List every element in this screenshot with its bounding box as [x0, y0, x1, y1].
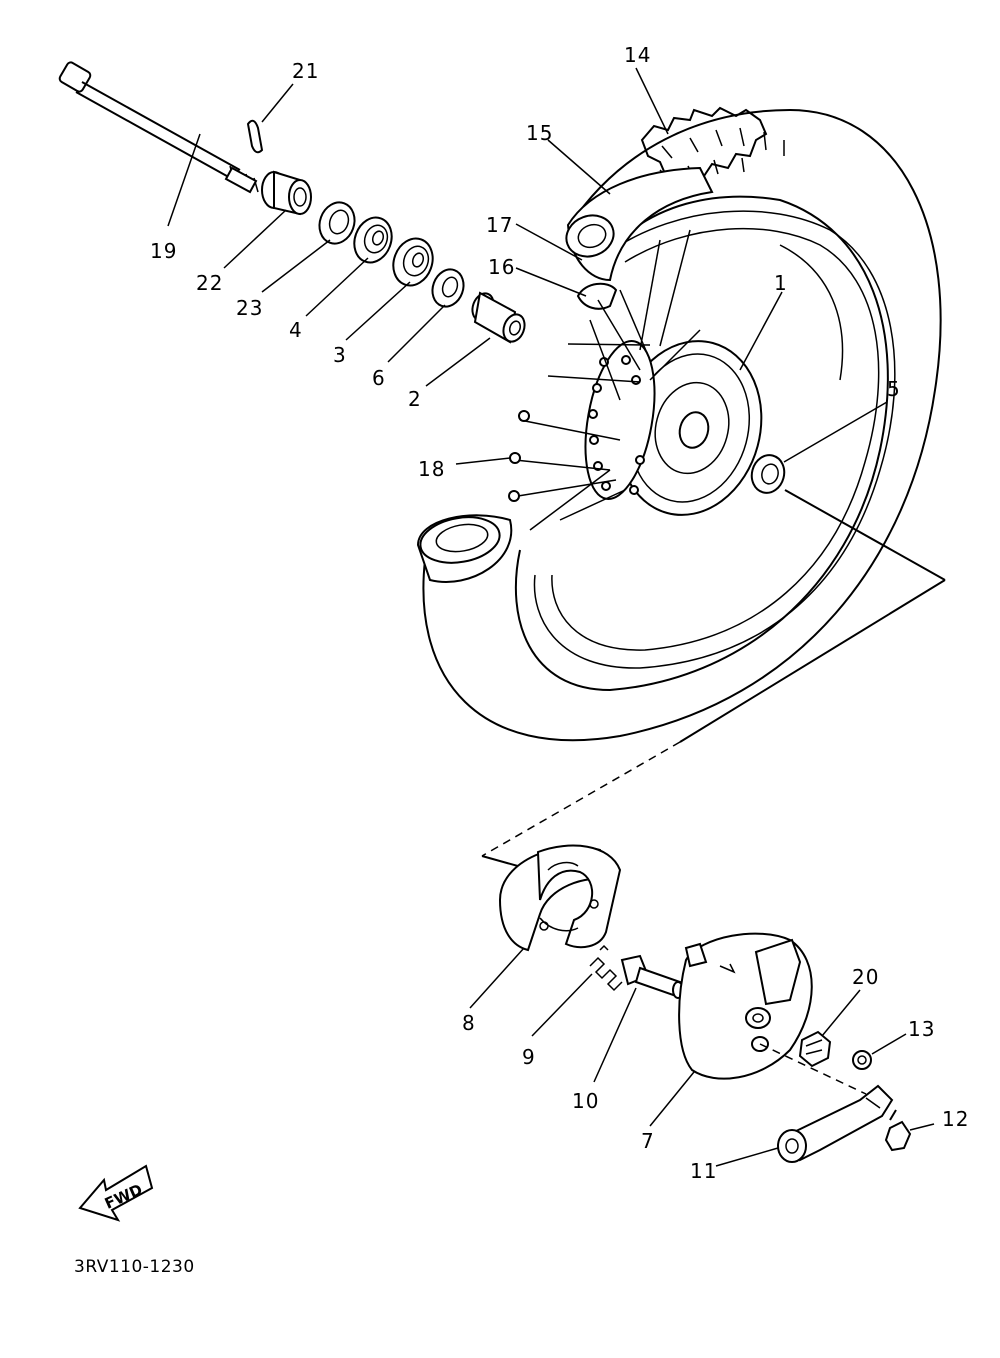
- callout-4: 4: [289, 318, 303, 342]
- callout-23: 23: [236, 296, 263, 320]
- brake-camshaft-part: [620, 954, 684, 999]
- callout-18: 18: [418, 457, 445, 481]
- oil-seal-6-part: [431, 268, 465, 308]
- callout-3: 3: [333, 343, 347, 367]
- callout-numbers: 1 2 3 4 5 6 7 8 9 10 11 12 13 14 15 16 1…: [150, 43, 969, 1183]
- nut-20-part: [798, 1030, 832, 1068]
- diagram-code: 3RV110-1230: [74, 1257, 195, 1277]
- brake-shoe-part: [498, 844, 622, 952]
- callout-6: 6: [372, 366, 386, 390]
- callout-11: 11: [690, 1159, 717, 1183]
- callout-9: 9: [522, 1045, 536, 1069]
- callout-2: 2: [408, 387, 422, 411]
- oil-seal-part: [318, 201, 356, 245]
- brake-shoe-plate-part: [678, 932, 813, 1080]
- collar-part: [261, 170, 312, 216]
- spacer-part: [471, 291, 526, 344]
- nipples-part: [508, 410, 530, 502]
- tube-part: [416, 166, 714, 583]
- assembly-guide-lines: [481, 489, 946, 869]
- callout-15: 15: [526, 121, 553, 145]
- hub-part: [584, 340, 763, 516]
- collar-5-part: [750, 454, 786, 494]
- cotter-pin-part: [246, 119, 264, 154]
- nut-13-part: [852, 1050, 872, 1070]
- callout-14: 14: [624, 43, 651, 67]
- callout-1: 1: [774, 271, 788, 295]
- fwd-arrow-icon: FWD: [78, 1164, 154, 1222]
- callout-10: 10: [572, 1089, 599, 1113]
- callout-13: 13: [908, 1017, 935, 1041]
- callout-20: 20: [852, 965, 879, 989]
- leader-lines: [167, 67, 935, 1167]
- bolt-part: [884, 1109, 912, 1152]
- bearing-3-part: [392, 237, 434, 287]
- camshaft-lever-part: [759, 1043, 894, 1163]
- spring-part: [589, 944, 623, 992]
- callout-21: 21: [292, 59, 319, 83]
- callout-17: 17: [486, 213, 513, 237]
- callout-7: 7: [641, 1129, 655, 1153]
- callout-8: 8: [462, 1011, 476, 1035]
- callout-5: 5: [887, 377, 901, 401]
- rim-band-part: [576, 282, 618, 310]
- callout-16: 16: [488, 255, 515, 279]
- axle-part: [58, 61, 259, 194]
- spokes-part: [514, 229, 701, 531]
- callout-19: 19: [150, 239, 177, 263]
- callout-12: 12: [942, 1107, 969, 1131]
- bearing-4-part: [353, 216, 393, 264]
- rim-part: [533, 210, 896, 669]
- tire-part: [422, 106, 942, 742]
- callout-22: 22: [196, 271, 223, 295]
